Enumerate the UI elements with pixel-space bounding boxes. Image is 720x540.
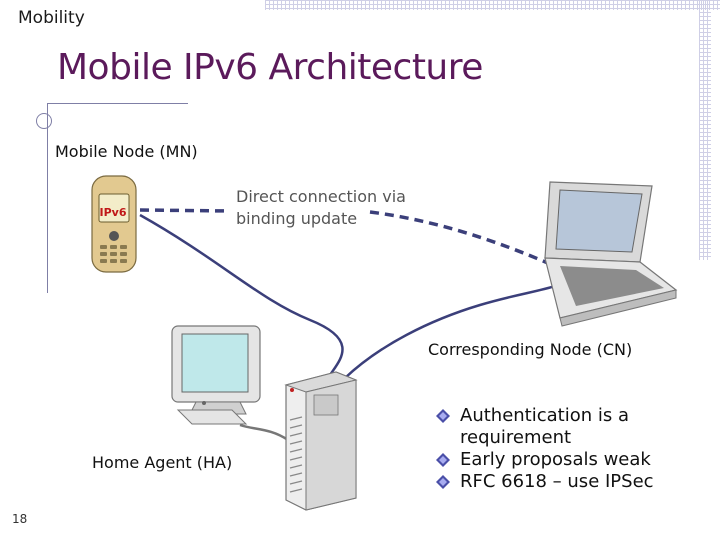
phone-ipv6-tag: IPv6 [100, 206, 127, 219]
mobile-node-label: Mobile Node (MN) [55, 142, 198, 161]
mobile-phone-icon: IPv6 [92, 176, 136, 272]
direct-connection-line-2: binding update [236, 208, 406, 230]
ha-to-cn-link [345, 275, 575, 378]
desktop-to-server-cable [240, 425, 288, 440]
page-number: 18 [12, 512, 27, 526]
desktop-computer-icon [172, 326, 260, 424]
direct-connection-line-1: Direct connection via [236, 186, 406, 208]
corresponding-node-label: Corresponding Node (CN) [428, 340, 632, 359]
diamond-bullet-icon [436, 409, 450, 423]
bullet-item: Early proposals weak [436, 449, 706, 471]
server-icon [286, 372, 356, 510]
diamond-bullet-icon [436, 475, 450, 489]
bullet-list: Authentication is a requirement Early pr… [436, 405, 706, 493]
bullet-item: RFC 6618 – use IPSec [436, 471, 706, 493]
direct-connection-label: Direct connection via binding update [236, 186, 406, 230]
bullet-item: Authentication is a requirement [436, 405, 706, 449]
diamond-bullet-icon [436, 453, 450, 467]
home-agent-label: Home Agent (HA) [92, 453, 232, 472]
laptop-icon [545, 182, 676, 326]
